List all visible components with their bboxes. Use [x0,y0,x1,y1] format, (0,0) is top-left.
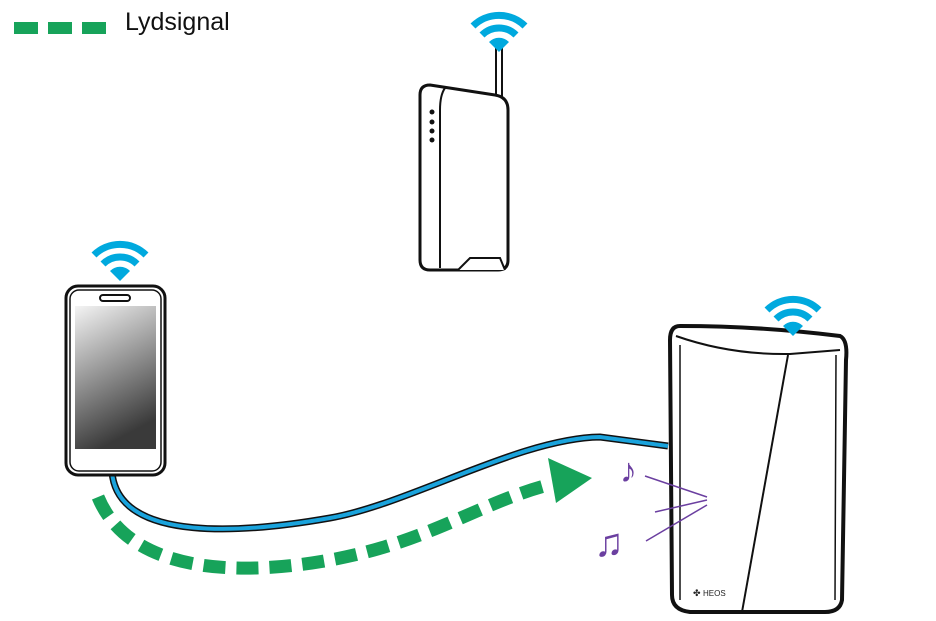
music-note-icon: ♪ [620,452,637,490]
audio-signal-arrow [91,458,592,575]
speaker: HEOS ✤ [667,323,849,614]
wifi-icon [473,15,525,52]
router [418,47,510,272]
smartphone [64,284,167,477]
music-note-icon: ♫ [594,521,624,565]
heos-logo: HEOS [703,589,726,598]
heos-mark-icon: ✤ [693,588,701,598]
cable [108,433,669,533]
music-notes: ♪ ♫ [594,452,708,565]
legend-label: Lydsignal [125,8,230,36]
wifi-icon [94,244,146,281]
